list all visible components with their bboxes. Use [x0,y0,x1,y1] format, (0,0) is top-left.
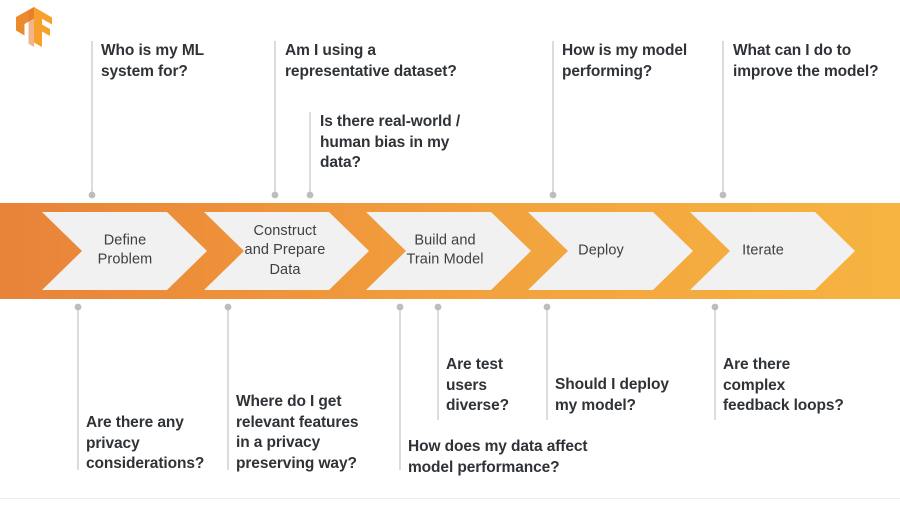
callout-representative-dataset: Am I using a representative dataset? [285,42,457,80]
chevron-deploy [528,212,693,290]
callout-who-is-my-ml-system-for: Who is my ML system for? [101,42,204,80]
callout-complex-feedback-loops: Are there complex feedback loops? [723,356,844,415]
stage-label-construct-prepare-data: Construct and Prepare Data [244,222,326,278]
connector-privacy-considerations [74,303,82,470]
connector-are-test-users-diverse [434,303,442,420]
callout-are-test-users-diverse: Are test users diverse? [446,356,509,415]
callout-data-affect-model-performance: How does my data affect model performanc… [408,438,588,476]
stage-label-define-problem: Define Problem [97,232,153,268]
connector-real-world-human-bias [306,112,314,199]
ml-workflow-band [0,203,900,299]
connector-complex-feedback-loops [711,303,719,420]
chevron-iterate [690,212,855,290]
callout-privacy-considerations: Are there any privacy considerations? [86,414,205,473]
chevron-construct-prepare-data [204,212,369,290]
chevron-group [42,212,855,290]
chevron-build-train-model [366,212,531,290]
stage-label-iterate: Iterate [742,242,784,259]
callout-relevant-features-privacy: Where do I get relevant features in a pr… [236,393,359,472]
tensorflow-logo-icon [16,7,52,47]
chevron-define-problem [42,212,207,290]
callout-how-is-my-model-performing: How is my model performing? [562,42,688,80]
callout-improve-the-model: What can I do to improve the model? [733,42,879,80]
connector-how-is-my-model-performing [549,41,557,199]
connector-who-is-my-ml-system-for [88,41,96,199]
footer-divider [0,498,900,499]
connector-data-affect-model-performance [396,303,404,470]
callout-should-i-deploy-my-model: Should I deploy my model? [555,376,669,414]
stage-label-build-train-model: Build and Train Model [406,232,484,268]
callout-real-world-human-bias: Is there real-world / human bias in my d… [320,113,461,172]
stage-label-deploy: Deploy [578,242,624,259]
